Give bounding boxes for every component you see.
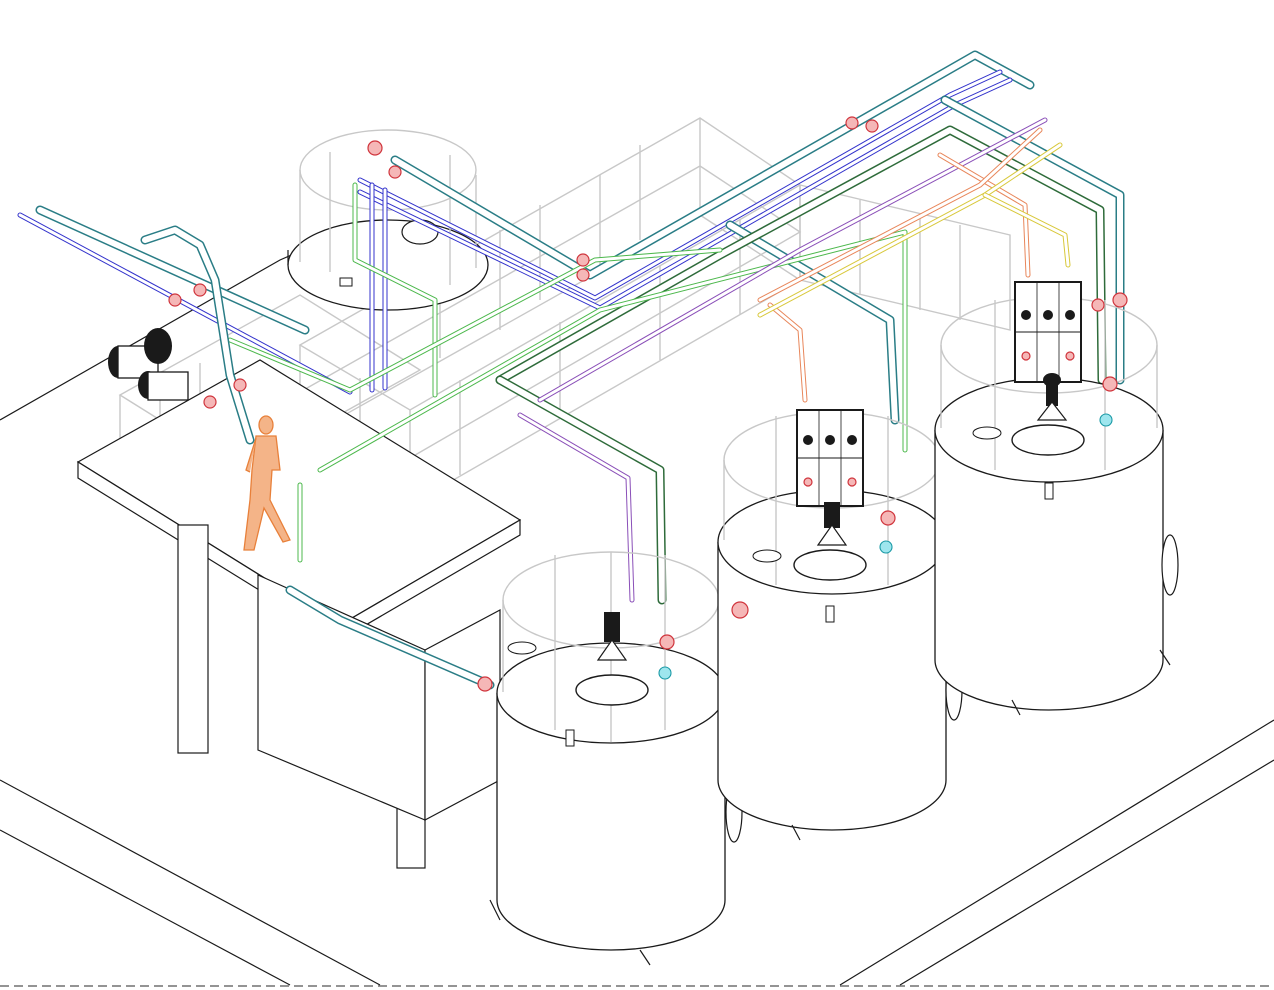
- flange-icon: [477, 676, 493, 692]
- manhole-icon: [575, 674, 649, 706]
- agitator-icon: [816, 502, 848, 546]
- flange-icon: [845, 116, 859, 130]
- pump-icon: [138, 371, 189, 401]
- tank-rear-left: [287, 129, 489, 311]
- pump-skid: [108, 225, 495, 692]
- flange-icon: [659, 634, 675, 650]
- elevated-platform: [76, 359, 522, 869]
- manhole-icon: [1011, 424, 1085, 456]
- flange-icon: [1102, 376, 1118, 392]
- flange-icon: [576, 268, 590, 282]
- flange-icon: [367, 140, 383, 156]
- flange-icon: [233, 378, 247, 392]
- person-icon: [243, 415, 291, 551]
- agitator-icon: [596, 612, 628, 661]
- flange-icon: [1112, 292, 1128, 308]
- flange-icon: [203, 395, 217, 409]
- control-panel-icon: [796, 409, 864, 507]
- manhole-icon: [752, 549, 782, 563]
- tank-front: [489, 551, 743, 966]
- pipe-rack: [17, 50, 1125, 605]
- flange-icon: [168, 293, 182, 307]
- valve-icon: [658, 666, 672, 680]
- tank-right: [934, 281, 1179, 716]
- agitator-icon: [1036, 373, 1068, 421]
- flange-icon: [193, 283, 207, 297]
- flange-icon: [865, 119, 879, 133]
- valve-icon: [339, 277, 353, 287]
- flange-icon: [731, 601, 749, 619]
- flange-icon: [388, 165, 402, 179]
- manhole-icon: [793, 549, 867, 581]
- valve-icon: [1099, 413, 1113, 427]
- control-panel-icon: [1014, 281, 1082, 383]
- valve-icon: [879, 540, 893, 554]
- tank-middle: [717, 409, 964, 841]
- flange-icon: [576, 253, 590, 267]
- flange-icon: [1091, 298, 1105, 312]
- manhole-icon: [507, 641, 537, 655]
- pump-icon: [108, 328, 172, 379]
- manhole-icon: [972, 426, 1002, 440]
- flange-icon: [880, 510, 896, 526]
